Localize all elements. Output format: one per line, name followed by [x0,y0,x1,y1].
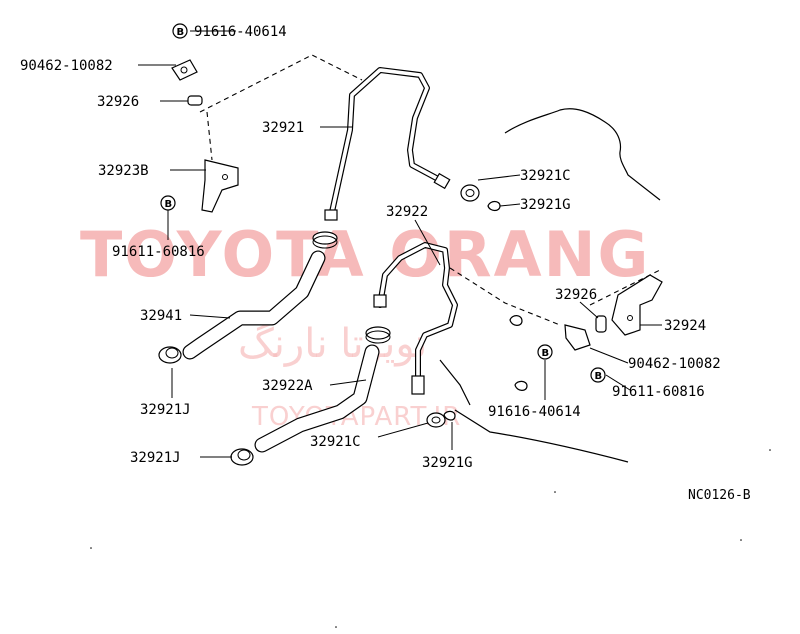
cap-32921C-bottom [426,412,446,428]
pipe-32922-end-fitting [373,294,387,308]
watermark-brand: TOYOTA ORANG [80,218,650,291]
label-90462-10082-top: 90462-10082 [20,58,113,74]
bolt-badge-right-middle: B [537,344,553,360]
pipe-32922-lower-fitting [411,375,425,395]
label-32922A: 32922A [262,378,313,394]
engine-outline [504,108,661,201]
svg-text:B: B [177,27,185,38]
hose-32922A [254,344,380,453]
label-32921G-top: 32921G [520,197,571,213]
label-32921C-bottom: 32921C [310,434,361,450]
clip-90462-top [171,59,198,81]
label-32921G-bottom: 32921G [422,455,473,471]
label-32923B: 32923B [98,163,149,179]
bracket-32924 [611,274,663,336]
clamp-32921J-lower [230,448,254,466]
ring-32921G-top [487,200,501,212]
hose-32941 [182,250,326,360]
label-91611-60816-left: 91611-60816 [112,244,205,260]
svg-text:B: B [595,371,603,382]
leader-lines [138,30,662,458]
pipe-32921-end-fitting [324,209,338,221]
bolt-badge-left: B [160,195,176,211]
specks [90,449,771,628]
label-32924: 32924 [664,318,706,334]
label-32921J-lower: 32921J [130,450,181,466]
label-91616-40614-bottom: 91616-40614 [488,404,581,420]
label-32922: 32922 [386,204,428,220]
guide-line-top [199,54,363,113]
plug-32926-right [595,315,607,333]
guide-line-left [206,111,213,161]
bracket-32923B [201,159,239,213]
pipe-32921-right-fitting [433,172,451,190]
label-32941: 32941 [140,308,182,324]
label-91611-60816-right: 91611-60816 [612,384,705,400]
label-32921: 32921 [262,120,304,136]
svg-text:B: B [542,348,550,359]
bolt-badge-top: B [172,23,188,39]
clamp-hose-top [312,231,338,249]
pipe-32921 [324,67,451,221]
ring-32921G-bottom [443,410,456,421]
part-labels: 91616-40614 90462-10082 32926 32921 3292… [20,24,751,503]
ring-right-middle [509,315,523,326]
cap-32921C-top [460,184,480,202]
label-32926-right: 32926 [555,287,597,303]
guide-line-right [449,267,561,326]
diagram-code: NC0126-B [688,488,751,503]
label-91616-40614-top: 91616-40614 [194,24,287,40]
bolt-badge-right: B [590,367,606,383]
ring-right-lower [514,380,528,391]
hose-outline-lower-right [454,409,629,463]
label-90462-10082-right: 90462-10082 [628,356,721,372]
clip-90462-right [564,324,591,351]
plug-32926-top [187,95,203,106]
bracket-line-lower [439,359,471,406]
svg-text:B: B [165,199,173,210]
watermark: TOYOTA ORANG تویوتا نارنگ TOYOTAPART.IR [80,218,650,432]
label-32921C-top: 32921C [520,168,571,184]
clamp-32921J-upper [158,346,182,364]
pipe-32922 [373,242,458,395]
label-32926-top: 32926 [97,94,139,110]
clamp-hose-mid [365,326,391,344]
watermark-persian: تویوتا نارنگ [238,321,427,367]
label-32921J-upper: 32921J [140,402,191,418]
